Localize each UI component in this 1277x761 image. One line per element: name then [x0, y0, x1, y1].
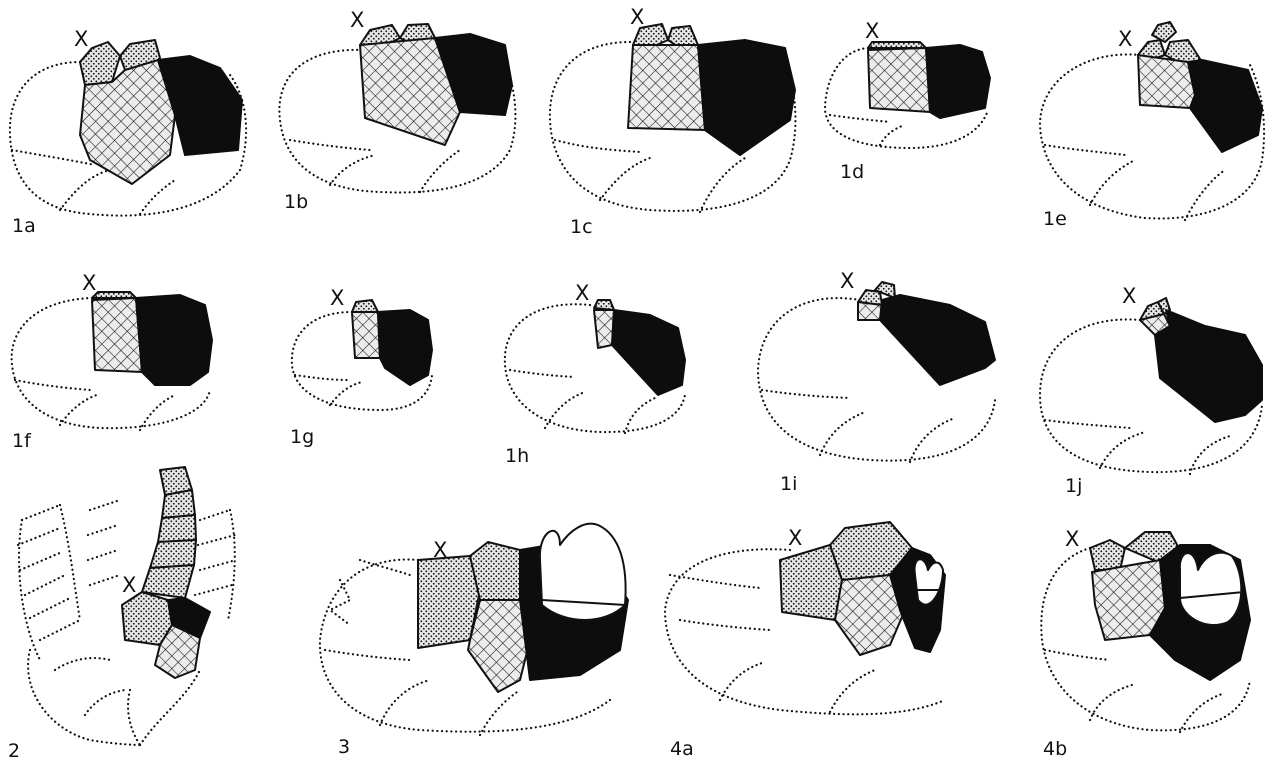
- x-marker: X: [122, 573, 136, 597]
- specimen-4a: X 4a: [665, 522, 945, 760]
- panel-label-4a: 4a: [670, 738, 694, 760]
- x-marker: X: [74, 27, 88, 51]
- x-marker: X: [840, 269, 854, 293]
- panel-label-3: 3: [338, 736, 350, 758]
- specimen-2: X 2: [8, 467, 236, 761]
- panel-label-1c: 1c: [570, 216, 593, 238]
- specimen-1d: X 1d: [825, 19, 990, 183]
- panel-label-1a: 1a: [12, 215, 36, 237]
- panel-label-1h: 1h: [505, 445, 529, 467]
- specimen-1a: X 1a: [10, 27, 246, 237]
- panel-label-1f: 1f: [12, 430, 32, 452]
- panel-label-1d: 1d: [840, 161, 864, 183]
- panel-label-1j: 1j: [1065, 475, 1082, 497]
- x-marker: X: [1122, 284, 1136, 308]
- specimen-4b: X 4b: [1041, 527, 1250, 760]
- specimen-1g: X 1g: [290, 286, 432, 448]
- panel-label-2: 2: [8, 740, 20, 761]
- specimen-1c: X 1c: [550, 5, 796, 238]
- specimen-1j: X 1j: [1040, 284, 1262, 497]
- specimen-1h: X 1h: [505, 281, 685, 467]
- x-marker: X: [82, 271, 96, 295]
- x-marker: X: [788, 526, 802, 550]
- x-marker: X: [575, 281, 589, 305]
- x-marker: X: [865, 19, 879, 43]
- specimen-1f: X 1f: [12, 271, 212, 452]
- specimen-1e: X 1e: [1040, 22, 1264, 230]
- panel-label-1g: 1g: [290, 426, 314, 448]
- panel-label-4b: 4b: [1043, 738, 1067, 760]
- specimen-3: X 3: [320, 524, 628, 758]
- specimen-1i: X 1i: [758, 269, 995, 495]
- x-marker: X: [330, 286, 344, 310]
- x-marker: X: [1118, 27, 1132, 51]
- panel-label-1e: 1e: [1043, 208, 1067, 230]
- x-marker: X: [350, 8, 364, 32]
- panel-label-1i: 1i: [780, 473, 797, 495]
- panel-label-1b: 1b: [284, 191, 308, 213]
- x-marker: X: [1065, 527, 1079, 551]
- x-marker: X: [630, 5, 644, 29]
- x-marker: X: [433, 538, 447, 562]
- specimen-1b: X 1b: [279, 8, 515, 213]
